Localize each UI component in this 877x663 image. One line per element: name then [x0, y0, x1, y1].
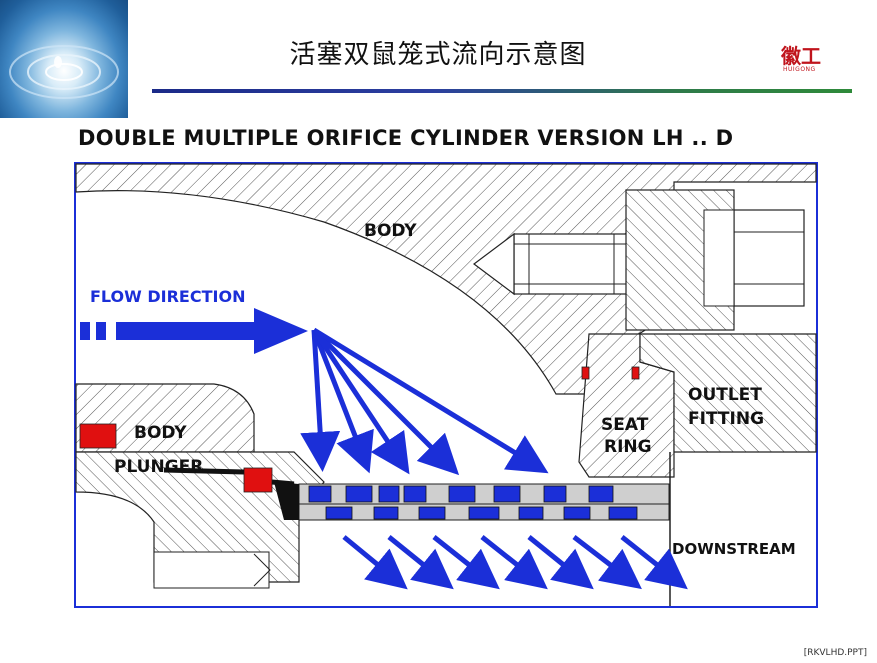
outlet-flow-arrows	[342, 535, 688, 590]
bolt-nut	[733, 209, 805, 307]
diagram-heading: DOUBLE MULTIPLE ORIFICE CYLINDER VERSION…	[78, 126, 734, 150]
logo-glyph: 徽工	[781, 44, 821, 68]
label-body-left: BODY	[134, 423, 187, 443]
flow-direction-arrow	[80, 308, 308, 354]
water-drop-decoration	[0, 0, 128, 118]
lower-body	[75, 383, 255, 453]
label-seat-ring-line2: RING	[604, 437, 652, 457]
inner-orifices	[325, 506, 638, 520]
label-flow-direction: FLOW DIRECTION	[90, 287, 245, 306]
label-outlet-line2: FITTING	[688, 409, 764, 429]
label-downstream: DOWNSTREAM	[672, 540, 796, 558]
title-underline	[152, 89, 852, 93]
label-body-top: BODY	[364, 221, 417, 241]
footer-reference: [RKVLHD.PPT]	[803, 648, 867, 658]
valve-cross-section: BODY FLOW DIRECTION BODY PLUNGER SEAT RI…	[74, 162, 818, 608]
bolt-tip	[473, 232, 515, 296]
logo-caption: HUIGONG	[783, 66, 816, 73]
inlet-flow-arrows	[300, 327, 549, 476]
company-logo: 徽工 HUIGONG	[781, 40, 841, 76]
seal-left	[581, 366, 590, 380]
label-plunger: PLUNGER	[114, 457, 203, 477]
outer-orifices	[308, 485, 614, 503]
seal-plunger	[243, 467, 273, 493]
page-title: 活塞双鼠笼式流向示意图	[289, 40, 587, 70]
seal-right	[631, 366, 640, 380]
label-seat-ring-line1: SEAT	[601, 415, 649, 435]
label-outlet-line1: OUTLET	[688, 385, 762, 405]
plunger-bolt	[153, 551, 270, 589]
seal-upper-left	[79, 423, 117, 449]
outlet-fitting	[639, 333, 817, 453]
